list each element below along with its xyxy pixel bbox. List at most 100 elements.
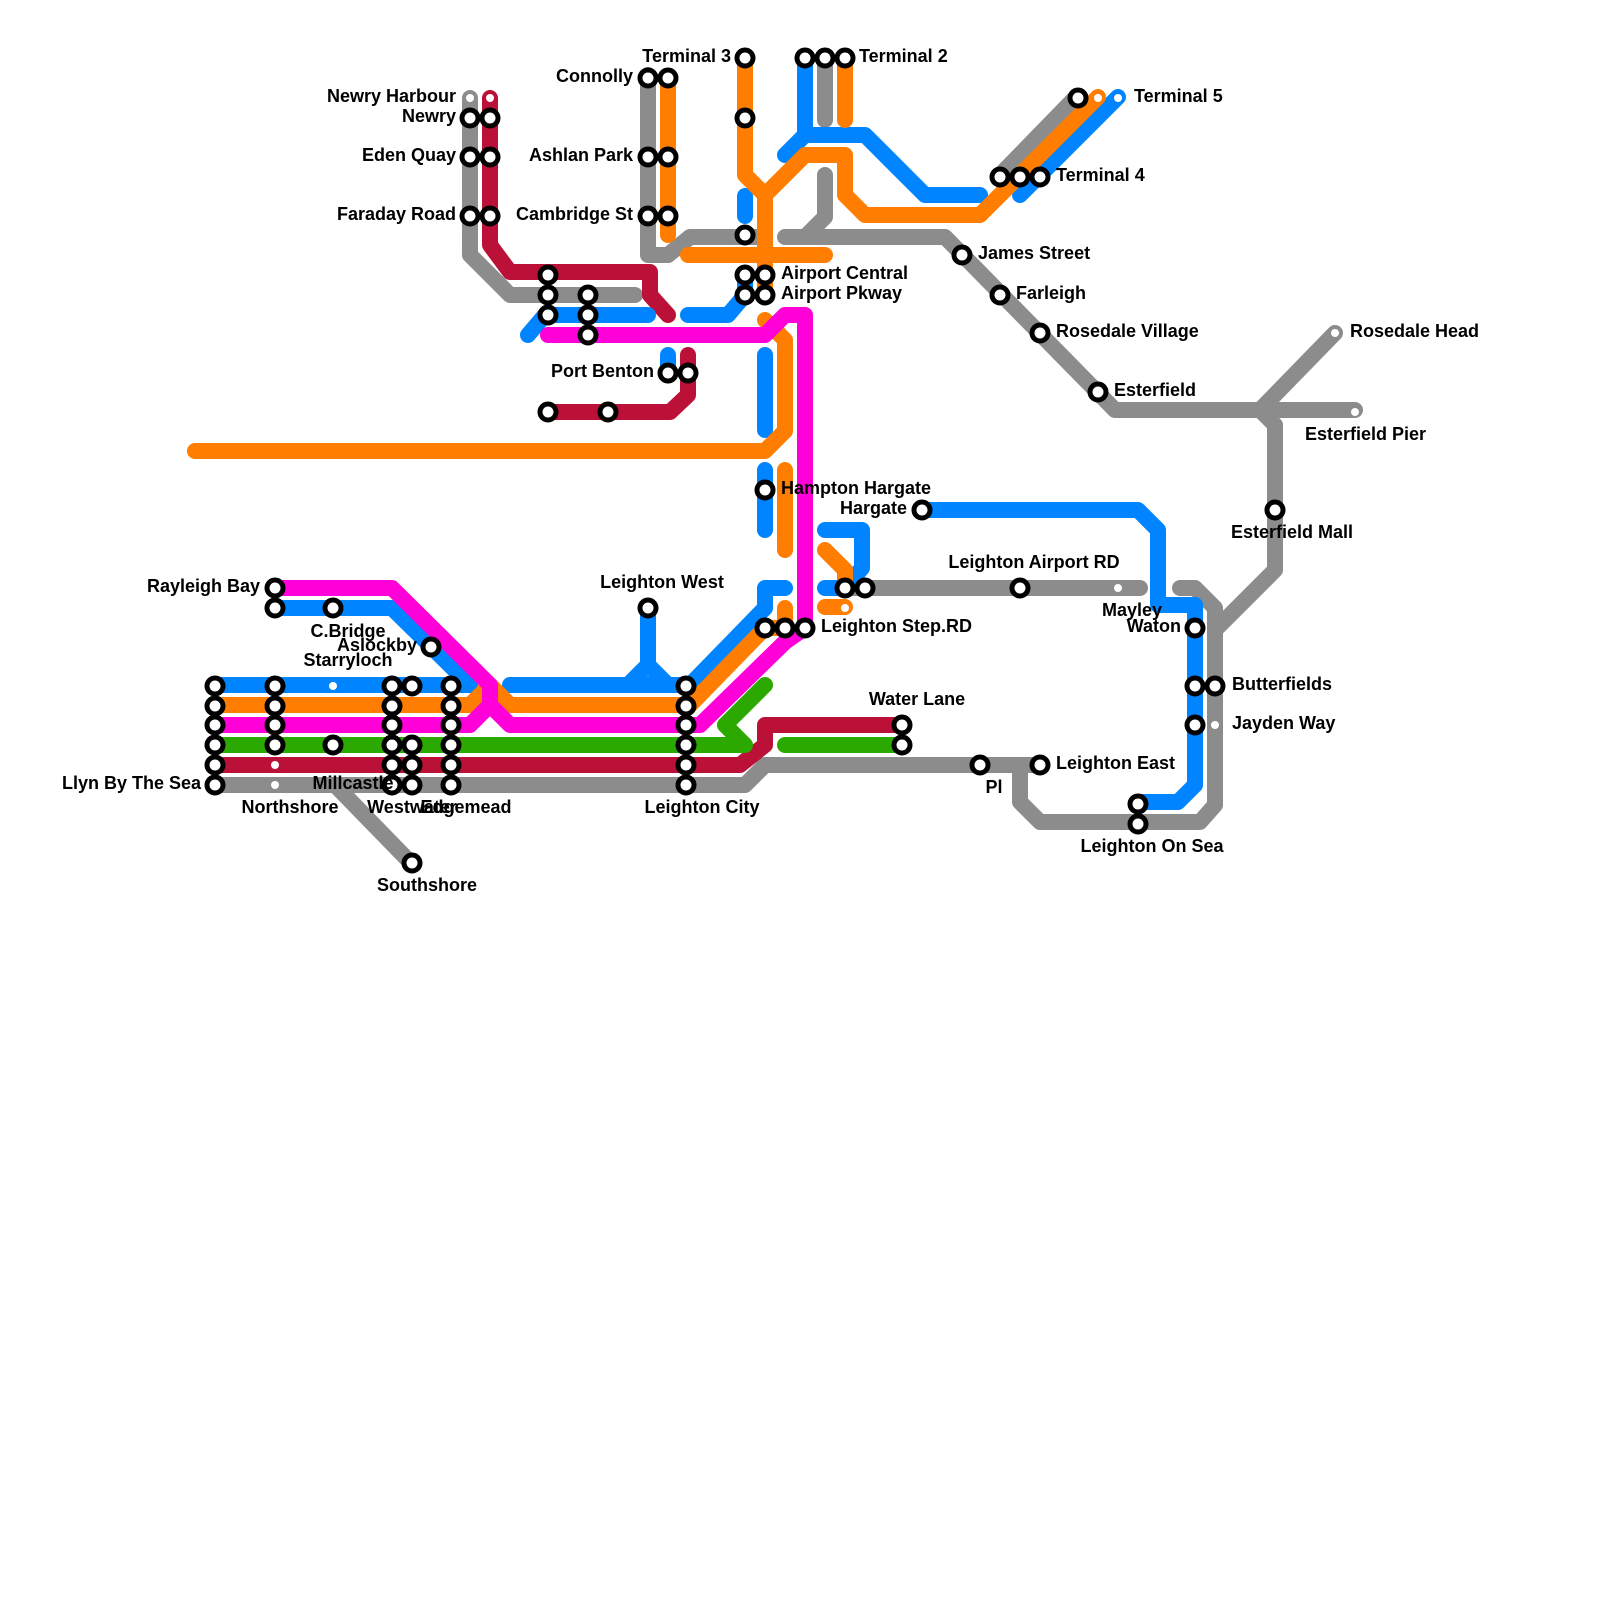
station-marker[interactable] [891,734,913,756]
station-marker[interactable] [459,107,481,129]
station-marker[interactable] [537,401,559,423]
station-marker[interactable] [1009,166,1031,188]
station-marker[interactable] [329,682,337,690]
station-marker[interactable] [675,754,697,776]
line-blue[interactable] [620,600,656,693]
station-marker[interactable] [637,67,659,89]
station-marker[interactable] [420,636,442,658]
line-grey[interactable] [1207,402,1283,638]
station-marker[interactable] [854,577,876,599]
station-marker[interactable] [264,695,286,717]
station-marker[interactable] [675,774,697,796]
line-crimson[interactable] [207,717,908,773]
station-marker[interactable] [440,695,462,717]
station-marker[interactable] [401,734,423,756]
station-marker[interactable] [381,774,403,796]
station-marker[interactable] [675,675,697,697]
line-magenta[interactable] [207,580,498,733]
station-marker[interactable] [264,734,286,756]
station-marker[interactable] [1067,87,1089,109]
station-marker[interactable] [1331,329,1339,337]
station-marker[interactable] [794,617,816,639]
station-marker[interactable] [479,107,501,129]
station-marker[interactable] [204,675,226,697]
station-marker[interactable] [989,166,1011,188]
station-marker[interactable] [1029,322,1051,344]
station-marker[interactable] [537,264,559,286]
line-blue[interactable] [777,127,813,163]
station-marker[interactable] [677,362,699,384]
station-marker[interactable] [1184,714,1206,736]
line-blue[interactable] [267,600,478,693]
station-marker[interactable] [1204,675,1226,697]
station-marker[interactable] [204,734,226,756]
station-marker[interactable] [814,47,836,69]
station-marker[interactable] [271,761,279,769]
station-marker[interactable] [459,146,481,168]
station-marker[interactable] [1087,381,1109,403]
line-blue[interactable] [640,657,676,693]
line-orange[interactable] [187,312,793,459]
station-marker[interactable] [637,205,659,227]
station-marker[interactable] [264,714,286,736]
line-blue[interactable] [914,502,1203,633]
station-marker[interactable] [479,205,501,227]
line-blue[interactable] [1130,617,1203,810]
station-marker[interactable] [597,401,619,423]
station-marker[interactable] [381,754,403,776]
station-marker[interactable] [204,714,226,736]
station-marker[interactable] [774,617,796,639]
station-marker[interactable] [834,47,856,69]
station-marker[interactable] [271,781,279,789]
station-marker[interactable] [841,604,849,612]
station-marker[interactable] [637,597,659,619]
station-marker[interactable] [440,774,462,796]
station-marker[interactable] [440,675,462,697]
station-marker[interactable] [969,754,991,776]
station-marker[interactable] [204,695,226,717]
station-marker[interactable] [1184,617,1206,639]
station-marker[interactable] [264,577,286,599]
station-marker[interactable] [401,675,423,697]
station-marker[interactable] [657,362,679,384]
station-marker[interactable] [479,146,501,168]
station-marker[interactable] [951,244,973,266]
station-marker[interactable] [381,695,403,717]
line-blue[interactable] [797,50,988,203]
station-marker[interactable] [381,714,403,736]
station-marker[interactable] [734,47,756,69]
station-marker[interactable] [1029,754,1051,776]
station-marker[interactable] [322,734,344,756]
line-grey[interactable] [1252,325,1343,418]
line-grey[interactable] [462,90,643,303]
station-marker[interactable] [1351,408,1359,416]
station-marker[interactable] [734,107,756,129]
station-marker[interactable] [1184,675,1206,697]
station-marker[interactable] [754,264,776,286]
station-marker[interactable] [657,146,679,168]
station-marker[interactable] [440,714,462,736]
line-grey[interactable] [797,167,833,245]
station-marker[interactable] [1127,813,1149,835]
station-marker[interactable] [486,94,494,102]
line-grey[interactable] [640,67,773,263]
station-marker[interactable] [466,94,474,102]
station-marker[interactable] [381,734,403,756]
station-marker[interactable] [911,499,933,521]
station-marker[interactable] [754,284,776,306]
line-orange[interactable] [757,89,1106,223]
station-marker[interactable] [1127,793,1149,815]
line-grey[interactable] [1012,580,1223,830]
station-marker[interactable] [401,754,423,776]
station-marker[interactable] [1029,166,1051,188]
station-marker[interactable] [794,47,816,69]
station-marker[interactable] [537,284,559,306]
station-marker[interactable] [1114,584,1122,592]
station-marker[interactable] [891,714,913,736]
station-marker[interactable] [322,597,344,619]
station-marker[interactable] [834,577,856,599]
station-marker[interactable] [577,304,599,326]
station-marker[interactable] [989,284,1011,306]
station-marker[interactable] [675,734,697,756]
station-marker[interactable] [734,284,756,306]
